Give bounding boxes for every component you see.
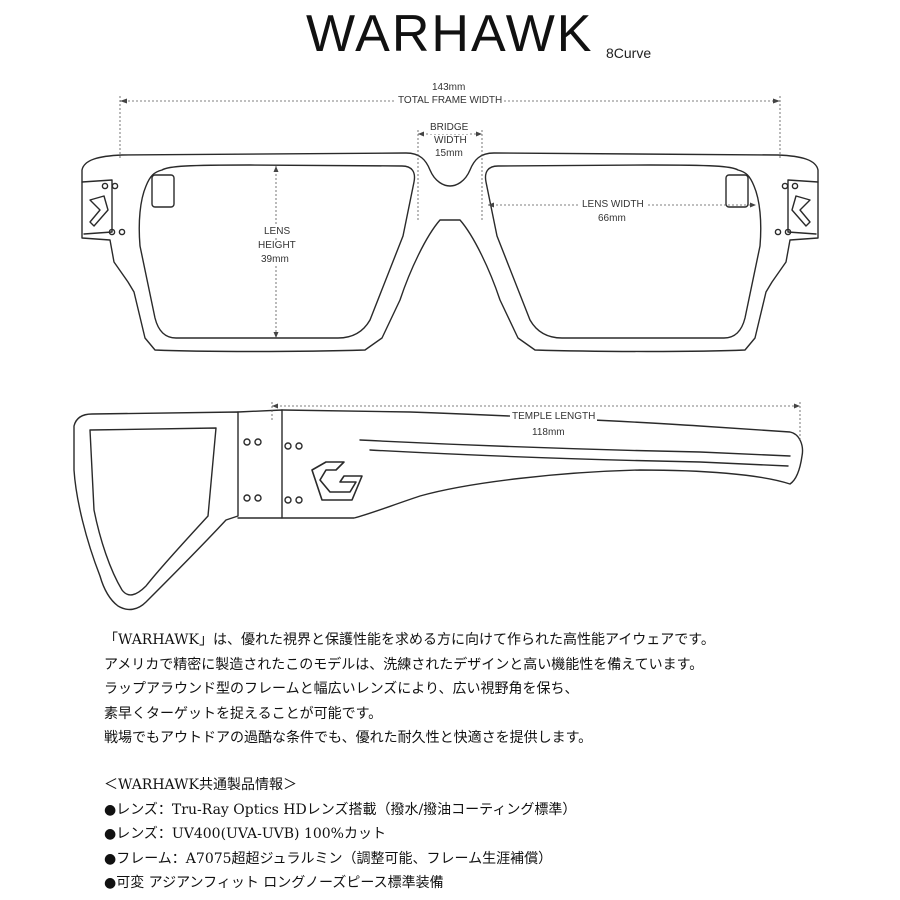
bridge-label-1: BRIDGE [428, 122, 471, 134]
temple-length-label: TEMPLE LENGTH [510, 411, 598, 423]
total-width-label: TOTAL FRAME WIDTH [396, 95, 505, 107]
product-description: 「WARHAWK」は、優れた視界と保護性能を求める方に向けて作られた高性能アイウ… [104, 628, 864, 751]
lens-height-label-2: HEIGHT [256, 240, 298, 252]
product-info: ＜WARHAWK共通製品情報＞ ●レンズ：Tru-Ray Optics HDレン… [104, 773, 864, 896]
total-width-value: 143mm [430, 82, 468, 94]
side-view-frame [73, 409, 804, 611]
description-line: 戦場でもアウトドアの過酷な条件でも、優れた耐久性と快適さを提供します。 [104, 730, 593, 747]
temple-length-value: 118mm [530, 427, 567, 439]
product-title: WARHAWK [306, 5, 594, 63]
bridge-width-value: 15mm [433, 148, 465, 160]
lens-height-label-1: LENS [262, 226, 293, 238]
description-line: 「WARHAWK」は、優れた視界と保護性能を求める方に向けて作られた高性能アイウ… [104, 632, 715, 648]
front-view-frame [81, 152, 819, 353]
product-subtitle: 8Curve [606, 45, 652, 61]
lens-width-label: LENS WIDTH [580, 199, 646, 211]
description-line: アメリカで精密に製造されたこのモデルは、洗練されたデザインと高い機能性を備えてい… [104, 656, 704, 673]
product-info-item: ●レンズ：UV400(UVA-UVB) 100%カット [104, 826, 386, 842]
lens-height-value: 39mm [259, 254, 291, 266]
lens-width-value: 66mm [596, 213, 628, 225]
product-info-item: ●フレーム：A7075超超ジュラルミン（調整可能、フレーム生涯補償） [104, 850, 553, 867]
description-line: 素早くターゲットを捉えることが可能です。 [104, 705, 383, 722]
product-info-item: ●可変 アジアンフィット ロングノーズピース標準装備 [104, 875, 444, 891]
description-line: ラップアラウンド型のフレームと幅広いレンズにより、広い視野角を保ち、 [104, 681, 579, 698]
product-info-heading: ＜WARHAWK共通製品情報＞ [104, 777, 297, 793]
bridge-label-2: WIDTH [432, 135, 469, 147]
product-info-item: ●レンズ：Tru-Ray Optics HDレンズ搭載（撥水/撥油コーティング標… [104, 801, 577, 818]
